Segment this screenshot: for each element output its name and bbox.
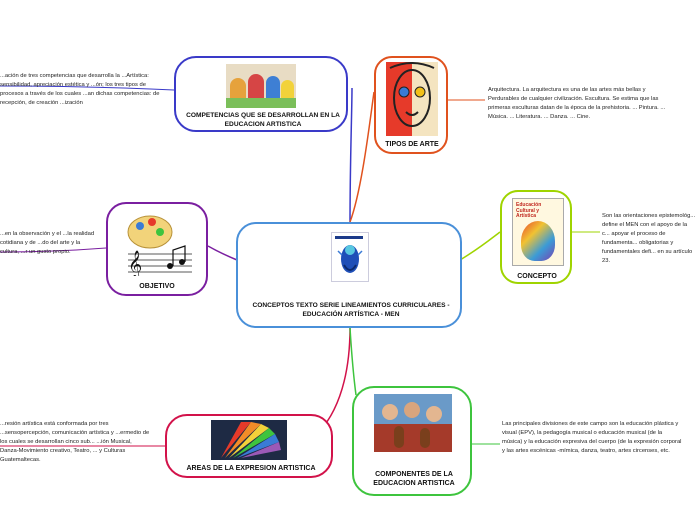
children-painting-image (226, 64, 296, 108)
center-node[interactable]: CONCEPTOS TEXTO SERIE LINEAMIENTOS CURRI… (236, 222, 462, 328)
concepto-label: CONCEPTO (517, 273, 557, 280)
componentes-note: Las principales divisiones de este campo… (502, 421, 682, 454)
book-title-2: Cultural y Artística (516, 207, 540, 219)
areas-label: AREAS DE LA EXPRESION ARTISTICA (186, 465, 316, 472)
topic-objetivo[interactable]: 𝄞 OBJETIVO (106, 202, 208, 296)
lineamientos-cover-image (331, 232, 369, 282)
tipos-arte-label: TIPOS DE ARTE (385, 141, 439, 148)
abstract-face-painting-image (386, 62, 438, 136)
componentes-label: COMPONENTES DE LA EDUCACION ARTISTICA (373, 471, 455, 488)
objetivo-label: OBJETIVO (139, 283, 175, 290)
music-palette-icon: 𝄞 (122, 210, 196, 276)
topic-concepto[interactable]: Educación Cultural y Artística CONCEPTO (500, 190, 572, 284)
topic-tipos-arte[interactable]: TIPOS DE ARTE (374, 56, 448, 154)
areas-note: ...resión artística está conformada por … (0, 421, 150, 463)
tipos-arte-note: Arquitectura. La arquitectura es una de … (488, 87, 666, 120)
topic-competencias[interactable]: COMPETENCIAS QUE SE DESARROLLAN EN LA ED… (174, 56, 348, 132)
topic-componentes[interactable]: COMPONENTES DE LA EDUCACION ARTISTICA (352, 386, 472, 496)
students-instruments-image (374, 394, 452, 452)
svg-text:𝄞: 𝄞 (128, 250, 142, 276)
objetivo-note: ...en la observación y el ...la realidad… (0, 231, 95, 255)
book-cover-image: Educación Cultural y Artística (512, 198, 564, 266)
competencias-note: ...ación de tres competencias que desarr… (0, 73, 160, 106)
center-label: CONCEPTOS TEXTO SERIE LINEAMIENTOS CURRI… (252, 302, 450, 318)
competencias-label: COMPETENCIAS QUE SE DESARROLLAN EN LA ED… (186, 112, 340, 128)
topic-areas[interactable]: AREAS DE LA EXPRESION ARTISTICA (165, 414, 333, 478)
book-title-1: Educación (516, 202, 542, 208)
concepto-note: Son las orientaciones epistemológ... def… (602, 213, 696, 264)
color-swatch-fan-image (211, 420, 287, 460)
